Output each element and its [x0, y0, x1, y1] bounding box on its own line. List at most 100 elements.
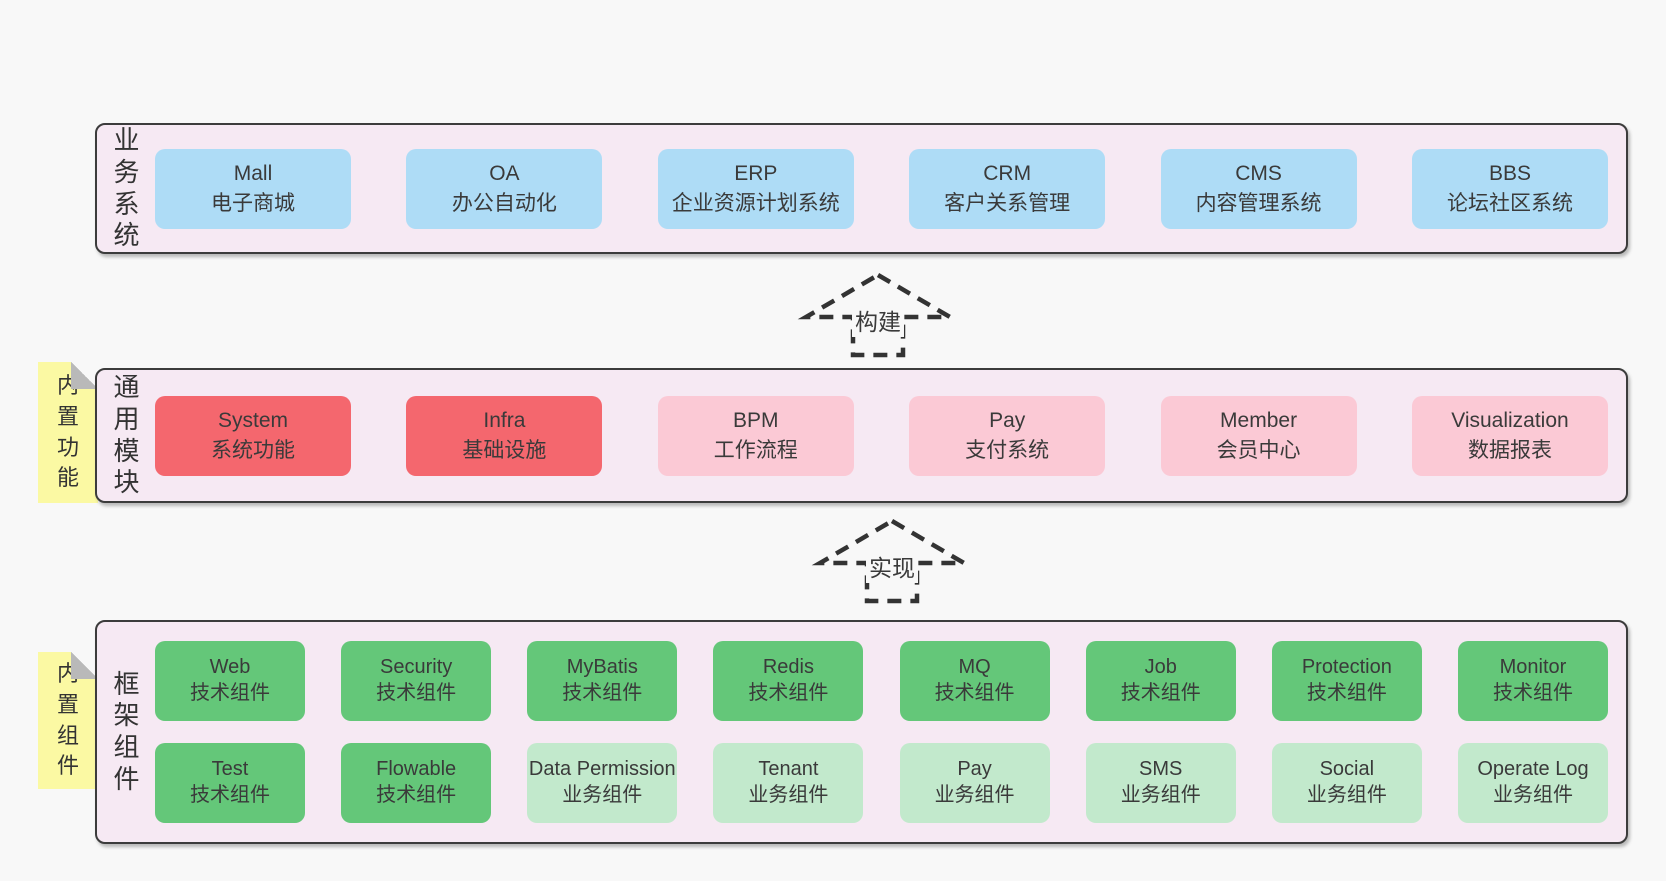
box-subtitle: 业务组件 [748, 784, 829, 806]
box-title: OA [489, 161, 520, 185]
box-title: Mall [233, 161, 273, 185]
box-subtitle: 内容管理系统 [1195, 191, 1322, 215]
box-subtitle: 技术组件 [376, 682, 457, 704]
box-test: Test 技术组件 [155, 743, 305, 823]
box-bbs: BBS 论坛社区系统 [1411, 148, 1608, 229]
box-security: Security 技术组件 [341, 641, 492, 721]
box-redis: Redis 技术组件 [713, 641, 864, 721]
box-title: Visualization [1451, 408, 1569, 432]
box-subtitle: 技术组件 [748, 682, 829, 704]
arrow-build: 构建 [797, 272, 959, 358]
box-web: Web 技术组件 [155, 641, 305, 721]
box-erp: ERP 企业资源计划系统 [657, 148, 854, 229]
box-subtitle: 技术组件 [934, 682, 1015, 704]
box-mq: MQ 技术组件 [899, 641, 1050, 721]
box-subtitle: 系统功能 [211, 438, 295, 462]
box-tenant: Tenant 业务组件 [713, 743, 864, 823]
sticky-note-label: 内置功能 [56, 372, 79, 491]
box-title: Monitor [1499, 656, 1567, 679]
box-subtitle: 论坛社区系统 [1446, 191, 1573, 215]
box-subtitle: 业务组件 [934, 784, 1015, 806]
box-subtitle: 业务组件 [1306, 784, 1387, 806]
box-subtitle: 技术组件 [1120, 682, 1201, 704]
box-subtitle: 支付系统 [965, 438, 1050, 462]
box-title: BPM [733, 408, 779, 432]
panel-label-framework-components: 框架组件 [113, 668, 140, 794]
box-subtitle: 技术组件 [1306, 682, 1387, 704]
box-title: CRM [983, 161, 1032, 185]
box-title: Web [209, 656, 251, 679]
box-row: Mall 电子商城 OA 办公自动化 ERP 企业资源计划系统 CRM 客户关系管理 CMS 内容… [155, 148, 1608, 229]
box-subtitle: 客户关系管理 [944, 191, 1071, 215]
box-title: CMS [1235, 161, 1282, 185]
box-monitor: Monitor 技术组件 [1457, 641, 1608, 721]
panel-business-systems: 业务系统 Mall 电子商城 OA 办公自动化 ERP 企业资源计划系统 CRM 客户关系管理… [95, 123, 1628, 254]
arrow-label: 构建 [852, 303, 904, 337]
box-title: Test [211, 758, 249, 781]
box-subtitle: 业务组件 [1120, 784, 1201, 806]
box-title: ERP [734, 161, 778, 185]
box-title: MyBatis [566, 656, 638, 679]
box-title: Flowable [376, 758, 457, 781]
box-mall: Mall 电子商城 [155, 148, 351, 229]
panel-rows: Mall 电子商城 OA 办公自动化 ERP 企业资源计划系统 CRM 客户关系管理 CMS 内容… [141, 148, 1626, 229]
box-title: Pay [989, 408, 1026, 432]
box-title: Security [380, 656, 453, 679]
panel-label-business-systems: 业务系统 [113, 125, 140, 251]
box-subtitle: 工作流程 [713, 438, 798, 462]
box-subtitle: 基础设施 [462, 438, 547, 462]
box-subtitle: 企业资源计划系统 [671, 191, 840, 215]
folded-corner-icon [71, 652, 98, 679]
box-subtitle: 技术组件 [562, 682, 643, 704]
box-subtitle: 技术组件 [1492, 682, 1573, 704]
box-crm: CRM 客户关系管理 [909, 148, 1106, 229]
sticky-note-builtin-components: 内置组件 [38, 652, 98, 789]
panel-label-common-modules: 通用模块 [113, 372, 140, 498]
box-member: Member 会员中心 [1160, 395, 1357, 476]
box-subtitle: 电子商城 [211, 191, 295, 215]
box-title: Operate Log [1477, 758, 1589, 781]
box-title: Member [1220, 408, 1298, 432]
box-subtitle: 技术组件 [190, 682, 270, 704]
box-protection: Protection 技术组件 [1271, 641, 1422, 721]
box-title: MQ [958, 656, 991, 679]
box-pay: Pay 支付系统 [909, 395, 1106, 476]
box-title: Tenant [758, 758, 819, 781]
box-title: Pay [957, 758, 992, 781]
box-title: Data Permission [528, 758, 676, 781]
box-subtitle: 会员中心 [1216, 438, 1301, 462]
box-title: Protection [1301, 656, 1392, 679]
box-pay: Pay 业务组件 [899, 743, 1050, 823]
box-subtitle: 办公自动化 [451, 191, 557, 215]
box-bpm: BPM 工作流程 [657, 395, 854, 476]
arrow-implement: 实现 [811, 518, 973, 604]
box-title: Job [1144, 656, 1177, 679]
box-title: Redis [762, 656, 814, 679]
folded-corner-icon [71, 362, 98, 389]
sticky-note-label: 内置组件 [56, 660, 79, 779]
box-subtitle: 数据报表 [1467, 438, 1552, 462]
box-oa: OA 办公自动化 [406, 148, 603, 229]
arrow-label: 实现 [866, 549, 918, 583]
box-cms: CMS 内容管理系统 [1160, 148, 1357, 229]
box-subtitle: 技术组件 [190, 784, 270, 806]
box-visualization: Visualization 数据报表 [1411, 395, 1608, 476]
box-system: System 系统功能 [155, 395, 351, 476]
box-social: Social 业务组件 [1271, 743, 1422, 823]
box-title: Social [1319, 758, 1375, 781]
box-title: System [217, 408, 288, 432]
box-mybatis: MyBatis 技术组件 [527, 641, 678, 721]
box-title: BBS [1488, 161, 1531, 185]
